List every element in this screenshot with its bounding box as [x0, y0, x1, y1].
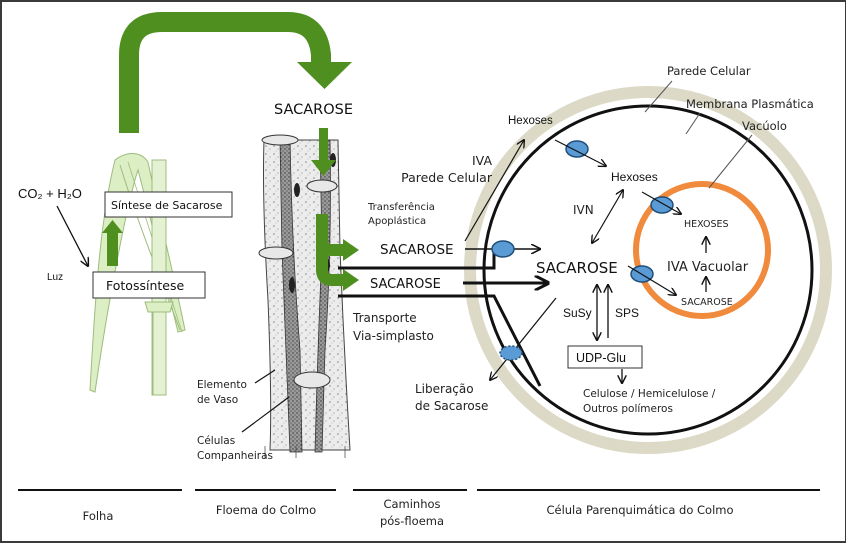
section-cell-label: Célula Parenquimática do Colmo: [546, 503, 733, 517]
section-post-phloem-label-2: pós-floema: [380, 514, 444, 528]
ivn-label: IVN: [573, 203, 594, 217]
vacuole-hexoses-label: HEXOSES: [684, 219, 729, 230]
polymers-label-1: Celulose / Hemicelulose /: [583, 388, 716, 400]
sps-label: SPS: [615, 306, 639, 320]
sucrose-release-label-2: de Sacarose: [415, 399, 488, 413]
cytosol-hexoses-label: Hexoses: [611, 170, 658, 184]
cell-wall-label: Parede Celular: [667, 64, 751, 78]
co2-h2o-label: CO₂ + H₂O: [18, 186, 82, 201]
sucrose-release-arrow: [490, 297, 557, 380]
membrane-transporter-2: [565, 140, 589, 158]
phloem-down-arrow: [311, 128, 336, 176]
cell-wall-iva-label-2: Parede Celular: [401, 170, 493, 185]
vessel-element-label-2: de Vaso: [197, 394, 238, 406]
companion-cells-leader: [241, 396, 290, 433]
membrane-transporter-1: [491, 240, 515, 258]
hexoses-out-label: Hexoses: [508, 115, 553, 127]
companion-cells-label-2: Companheiras: [197, 450, 273, 462]
section-phloem-label: Floema do Colmo: [216, 503, 316, 517]
polymers-label-2: Outros polímeros: [583, 403, 673, 415]
apoplastic-transfer-label-1: Transferência: [367, 201, 435, 213]
leaf-to-phloem-arrow: [119, 12, 352, 133]
apoplastic-channel: [338, 250, 542, 387]
sucrose-synthesis-label: Síntese de Sacarose: [111, 199, 223, 212]
vacuole-label: Vacúolo: [742, 119, 787, 133]
photosynthesis-box: [92, 271, 206, 299]
tonoplast-transporter-1: [650, 196, 674, 214]
photosynthesis-to-synthesis-arrow: [102, 220, 123, 266]
cytosol-sucrose-label: SACAROSE: [536, 259, 618, 277]
udp-glu-label: UDP-Glu: [576, 351, 626, 365]
vacuole: [633, 181, 771, 319]
sucrose-release-label-1: Liberação: [415, 382, 474, 396]
co2-arrow: [56, 205, 88, 266]
symplast-sucrose-label: SACAROSE: [370, 277, 441, 292]
cell-wall-iva-label-1: IVA: [472, 153, 492, 168]
section-post-phloem-label-1: Caminhos: [383, 497, 440, 511]
phloem-split-arrows: [316, 214, 359, 291]
vacuole-hexoses-arrow: [641, 191, 681, 214]
sucrose-synthesis-box: [104, 191, 233, 218]
symplast-transport-label-2: Via-simplasto: [353, 329, 434, 343]
apoplastic-transfer-label-2: Apoplástica: [368, 215, 426, 227]
release-transporter: [499, 345, 523, 361]
ivn-arrow: [592, 190, 623, 243]
vacuole-leader: [708, 134, 753, 189]
vessel-element-leader: [254, 369, 276, 384]
section-leaf-label: Folha: [83, 509, 114, 523]
symplast-transport-label-1: Transporte: [352, 311, 417, 325]
apoplastic-sucrose-label: SACAROSE: [380, 242, 454, 258]
membrane-leader: [685, 112, 701, 135]
iva-vacuolar-label: IVA Vacuolar: [667, 260, 749, 275]
membrane-label: Membrana Plasmática: [686, 97, 814, 111]
hexoses-out-arrow: [464, 140, 524, 242]
companion-cells-label-1: Células: [197, 435, 235, 447]
cell-wall: [464, 86, 832, 454]
phloem-sucrose-label: SACAROSE: [274, 102, 353, 118]
udp-glu-box: [567, 345, 643, 369]
vacuole-sucrose-label: SACAROSE: [681, 297, 733, 308]
vessel-element-label-1: Elemento: [197, 379, 247, 391]
cell-wall-leader: [644, 80, 673, 113]
vacuole-sucrose-arrow: [627, 265, 676, 295]
light-label: Luz: [47, 272, 63, 283]
photosynthesis-label: Fotossíntese: [106, 278, 184, 293]
hexoses-in-arrow: [554, 139, 606, 166]
susy-label: SuSy: [563, 306, 592, 320]
